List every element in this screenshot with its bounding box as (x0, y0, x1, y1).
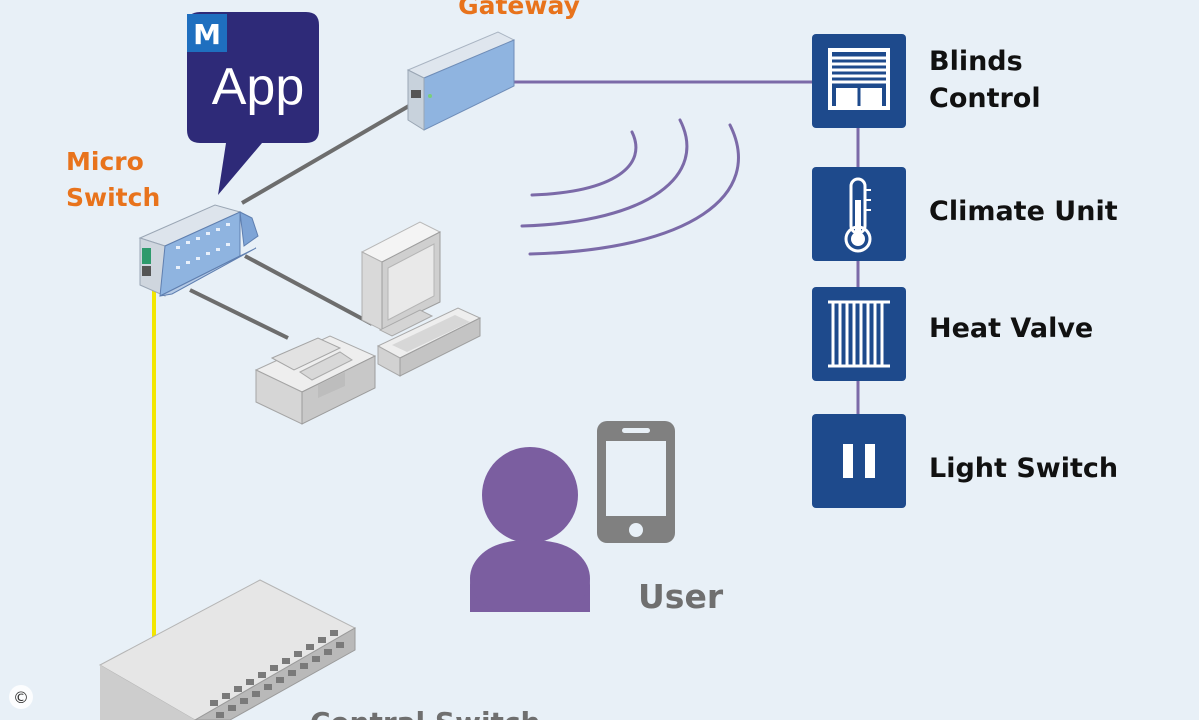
blinds-label-line2: Control (929, 83, 1041, 114)
heat-valve-label: Heat Valve (929, 313, 1093, 344)
thermometer-icon (844, 177, 872, 253)
smartphone-icon (597, 421, 675, 543)
blinds-control-tile (812, 34, 906, 128)
desk-phone-icon (254, 335, 377, 425)
gateway-label: Gateway (458, 0, 580, 20)
switch-to-gateway-cable (240, 101, 416, 205)
light-switch-label: Light Switch (929, 453, 1118, 484)
app-bubble: M App (187, 12, 319, 195)
radiator-icon (828, 300, 890, 368)
central-switch-label: Central Switch (310, 706, 540, 720)
micro-switch-device (138, 204, 259, 297)
micro-switch-label-line1: Micro (66, 147, 144, 176)
desktop-computer-icon (360, 221, 482, 377)
switch-ports (210, 630, 344, 718)
copyright-symbol: © (13, 688, 29, 707)
heat-valve-tile (812, 287, 906, 381)
app-label: App (212, 58, 305, 116)
switch-to-phone-cable (189, 288, 289, 340)
copyright-badge: © (9, 685, 33, 709)
switch-to-pc-cable (244, 254, 373, 326)
micro-switch-label-line2: Switch (66, 183, 160, 212)
gateway-device (406, 31, 516, 131)
app-logo-letter: M (193, 18, 221, 51)
central-switch-device (98, 579, 357, 720)
blinds-label-line1: Blinds (929, 46, 1023, 77)
blinds-icon (828, 48, 890, 110)
light-switch-tile (812, 414, 906, 508)
light-switch-icon (843, 444, 875, 478)
user-icon (470, 447, 590, 612)
climate-unit-label: Climate Unit (929, 196, 1118, 227)
app-logo-badge (187, 14, 227, 52)
user-label: User (638, 577, 724, 616)
climate-unit-tile (812, 167, 906, 261)
wireless-signal-icon (520, 118, 740, 256)
